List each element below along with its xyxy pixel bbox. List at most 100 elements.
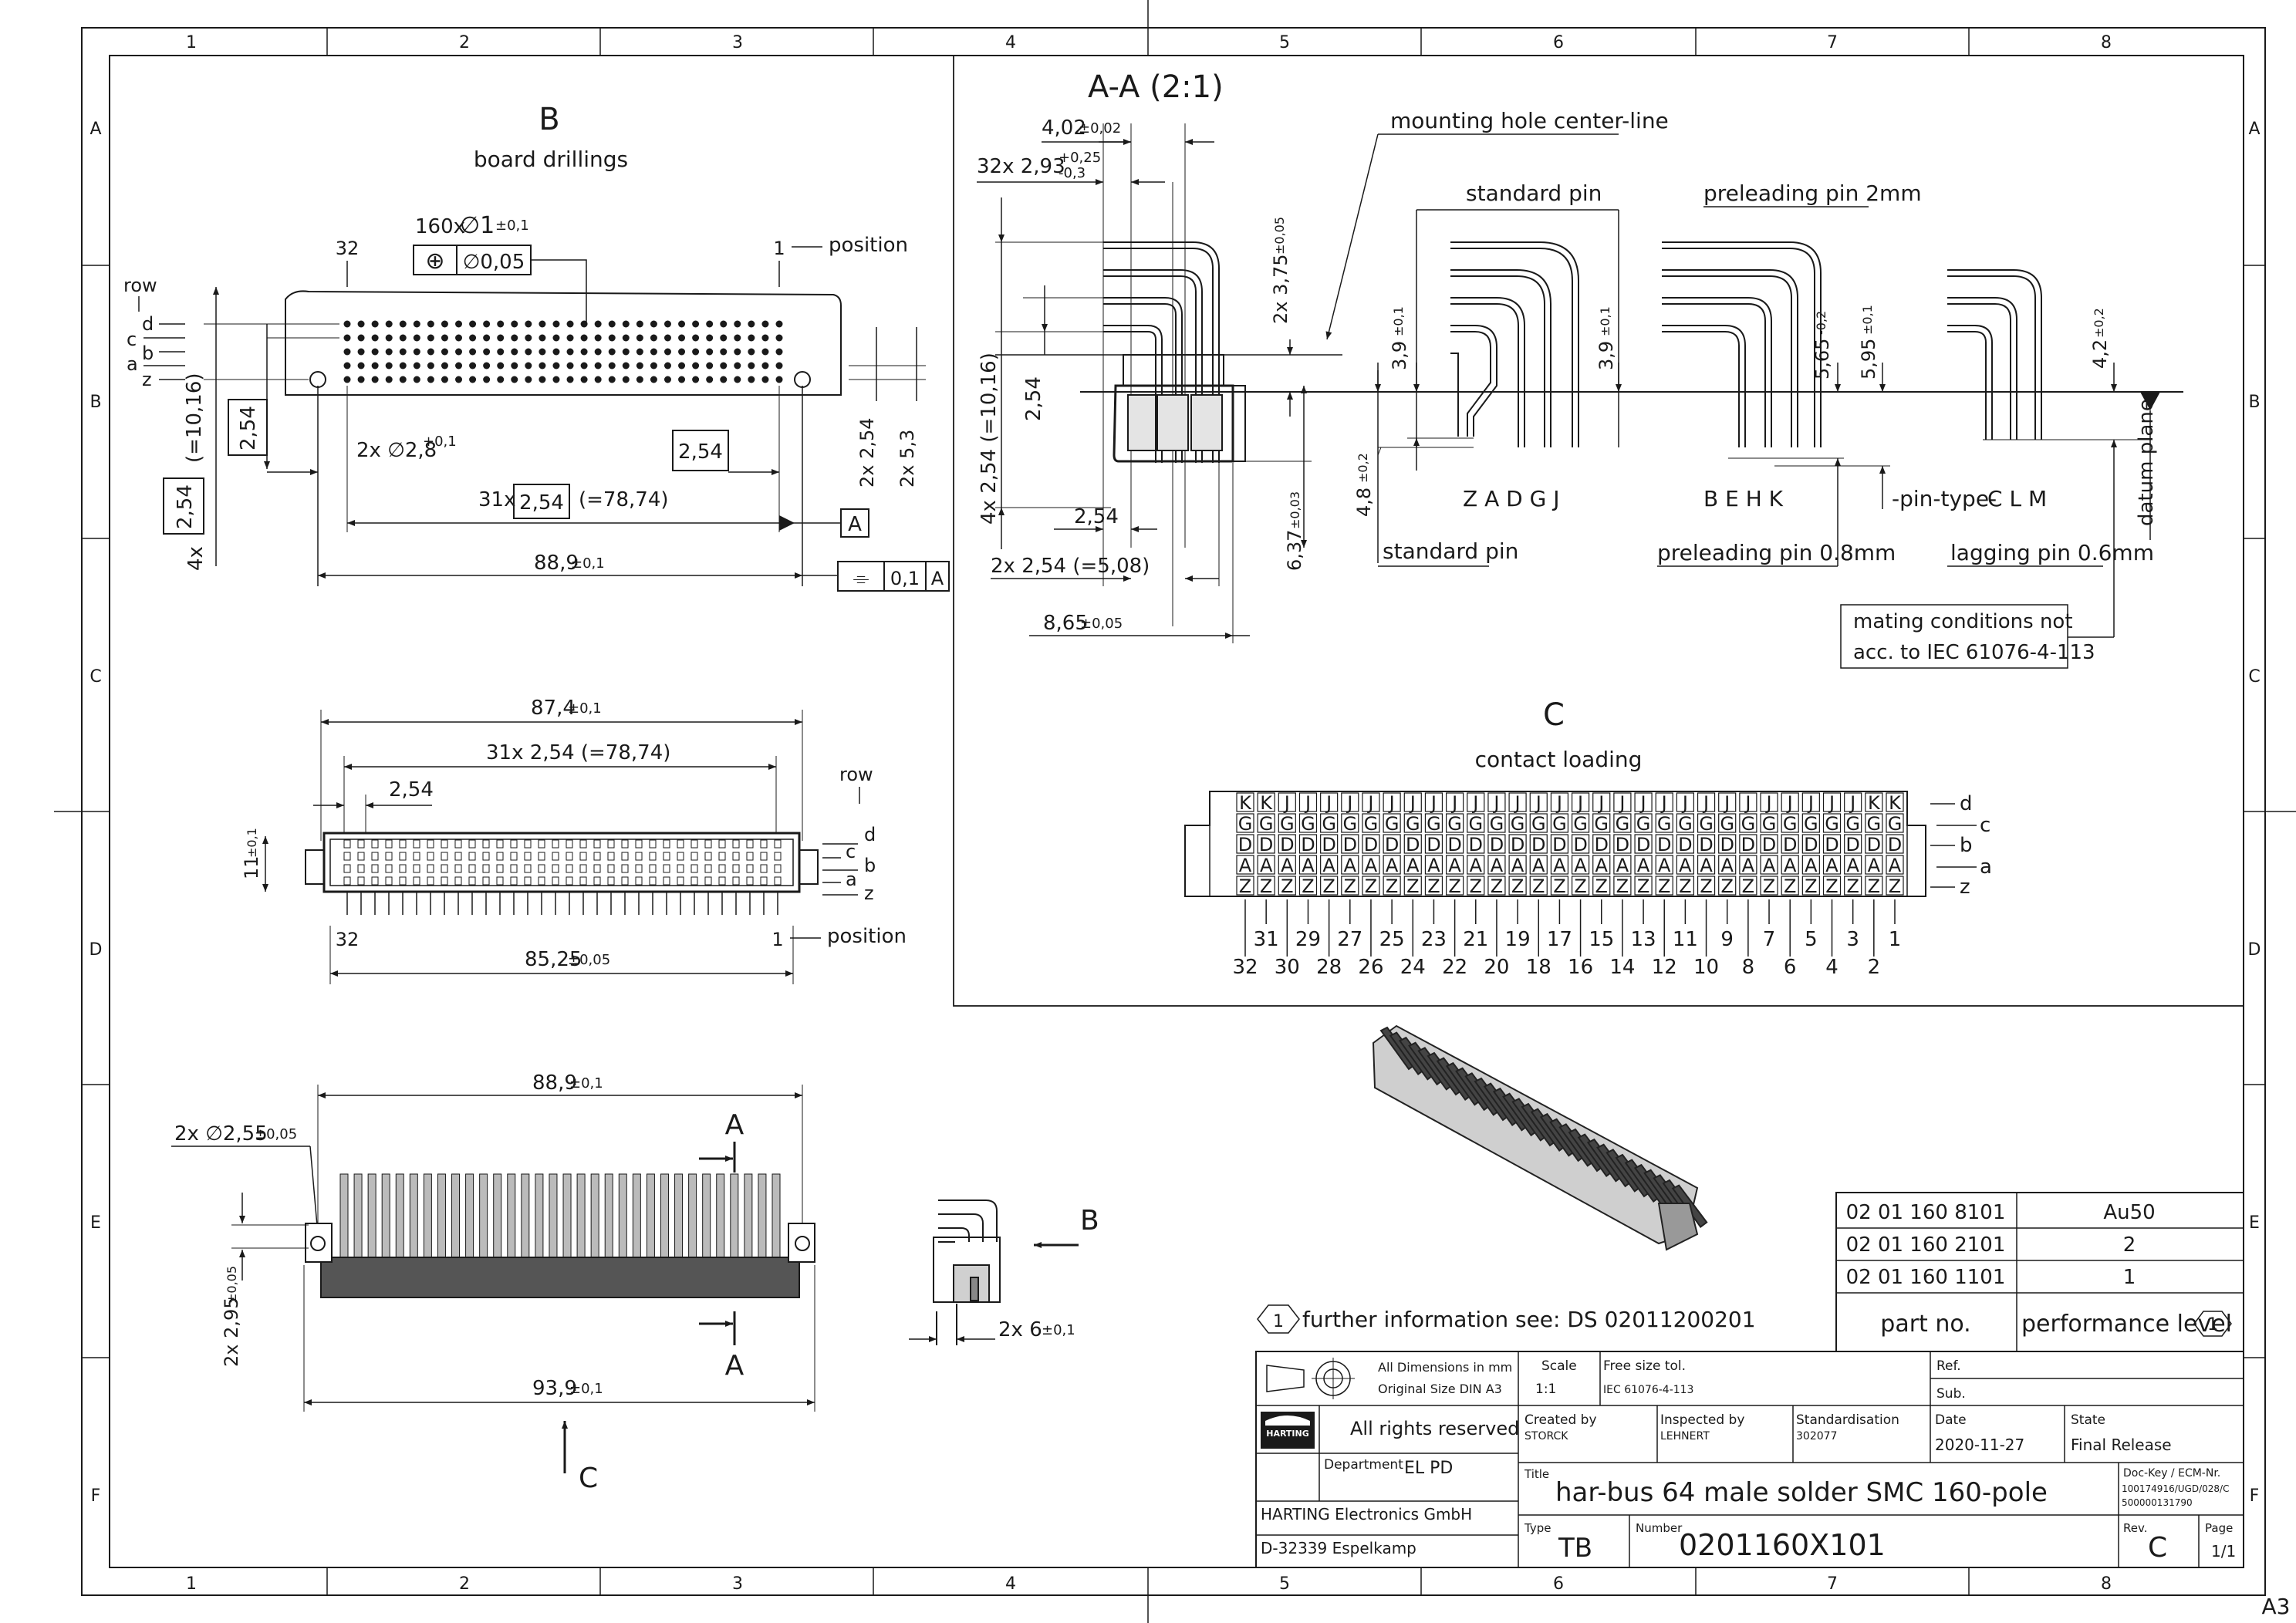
hole-callout-dia: ∅1 (460, 212, 495, 239)
contact-letter: Z (1260, 876, 1272, 897)
bottom-pin (758, 1173, 767, 1258)
front-contact (510, 864, 518, 873)
board-hole (734, 320, 741, 328)
contact-letter: Z (1406, 876, 1419, 897)
contact-letter: J (1346, 792, 1352, 814)
row-label: C (2248, 667, 2260, 687)
contact-letter: Z (1742, 876, 1754, 897)
standard-pins (1450, 241, 1579, 447)
company-line-2: D-32339 Espelkamp (1261, 1539, 1416, 1557)
free-size-value: IEC 61076-4-113 (1603, 1384, 1693, 1396)
contact-number-even: 22 (1442, 956, 1467, 979)
front-contact (690, 852, 698, 861)
contact-cell (1236, 855, 1254, 875)
board-hole (608, 320, 616, 328)
dim-88-9-tol: ±0,1 (571, 555, 605, 572)
dim-6-37-tol: ±0,03 (1288, 491, 1302, 529)
front-contact (774, 852, 782, 861)
contact-cell (1822, 834, 1842, 854)
contact-letter: J (1450, 792, 1457, 814)
mounting-hole-label: mounting hole center-line (1390, 108, 1669, 133)
contact-letter: Z (1679, 876, 1691, 897)
front-contact (357, 839, 365, 849)
board-hole (748, 334, 755, 342)
contact-cell (1634, 876, 1653, 896)
contact-letter: G (1238, 813, 1253, 835)
board-hole (663, 362, 671, 369)
contact-cell (1529, 855, 1548, 875)
contact-cell (1446, 792, 1464, 812)
front-contact (454, 876, 462, 886)
contact-cell (1801, 855, 1820, 875)
board-hole (413, 320, 420, 328)
contact-cell (1718, 876, 1737, 896)
contact-letter: Z (1700, 876, 1712, 897)
contact-letter: D (1343, 834, 1357, 855)
board-hole (441, 320, 448, 328)
front-contact (538, 876, 545, 886)
board-hole (385, 334, 393, 342)
board-hole (469, 320, 477, 328)
board-hole (469, 334, 477, 342)
front-contact (621, 839, 629, 849)
front-contact (427, 852, 434, 861)
contact-letter: G (1616, 813, 1630, 835)
front-contact (774, 864, 782, 873)
contact-letter: D (1280, 834, 1294, 855)
front-contact (593, 864, 601, 873)
board-hole (399, 348, 407, 356)
board-hole (748, 362, 755, 369)
board-hole (608, 376, 616, 383)
board-hole (650, 362, 657, 369)
contact-cell (1718, 834, 1737, 854)
front-contact (385, 864, 393, 873)
front-contact (635, 852, 643, 861)
col-label: 7 (1827, 33, 1838, 52)
contact-letter: Z (1889, 876, 1901, 897)
dim-3-9-left-tol: ±0,1 (1391, 306, 1406, 336)
contact-cell (1718, 855, 1737, 875)
front-contact (538, 839, 545, 849)
contact-letter: J (1471, 792, 1478, 814)
contact-letter: G (1825, 813, 1839, 835)
front-contact (399, 864, 407, 873)
front-contact (704, 839, 712, 849)
contact-letter: A (1700, 855, 1713, 876)
front-contact (690, 864, 698, 873)
dim-4-02-tol: ±0,02 (1079, 120, 1121, 137)
dim-2-54-front: 2,54 (389, 778, 434, 801)
dim-2x-2-95: 2x 2,95 (221, 1297, 242, 1367)
bottom-pin (339, 1173, 349, 1258)
contact-cell (1655, 792, 1673, 812)
row-label: E (90, 1213, 101, 1233)
contact-cell (1822, 855, 1842, 875)
contact-letter: A (1637, 855, 1650, 876)
contact-cell (1278, 813, 1296, 833)
contact-letter: Z (1763, 876, 1775, 897)
board-hole (622, 362, 630, 369)
part-no-2: 02 01 160 2101 (1846, 1233, 2006, 1257)
contact-letter: Z (1720, 876, 1733, 897)
board-hole (497, 362, 505, 369)
contact-cell (1341, 876, 1359, 896)
front-contact (371, 839, 379, 849)
board-hole (552, 320, 560, 328)
dim-2x-2-54: 2x 2,54 (856, 417, 878, 488)
contact-letter: A (1322, 855, 1335, 876)
contact-letter: D (1364, 834, 1378, 855)
inspected-label: Inspected by (1660, 1412, 1744, 1428)
page-value: 1/1 (2211, 1542, 2236, 1561)
front-contact (427, 839, 434, 849)
board-hole (455, 376, 463, 383)
contact-letter: J (1388, 792, 1395, 814)
contact-letter: Z (1553, 876, 1565, 897)
contact-letter: D (1762, 834, 1776, 855)
perf-level-3: 1 (2123, 1266, 2136, 1289)
dim-10-16: (=10,16) (183, 373, 206, 463)
dim-32x-2-93: 32x 2,93 (977, 155, 1065, 178)
contact-cell (1383, 876, 1401, 896)
contact-letter: G (1741, 813, 1756, 835)
board-hole (692, 376, 700, 383)
contact-cell (1508, 876, 1527, 896)
contact-cell (1550, 876, 1569, 896)
